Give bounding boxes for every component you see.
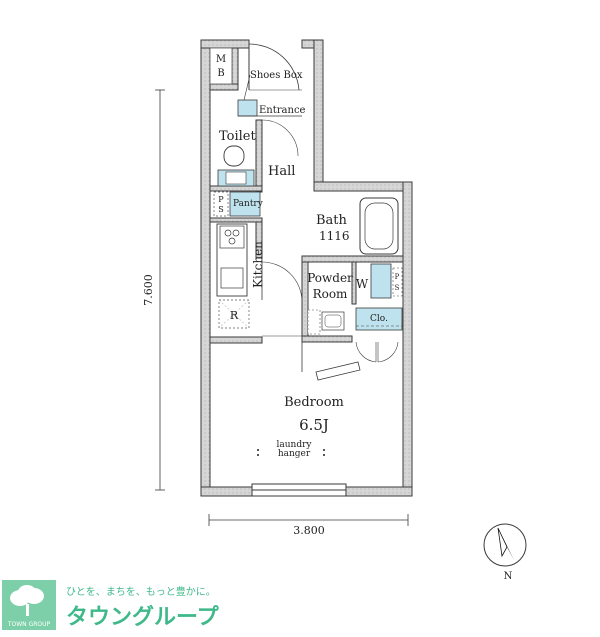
bath-room (359, 197, 399, 255)
height-dimension-label: 7.600 (142, 274, 155, 306)
pantry-area: P S (213, 191, 261, 217)
width-dimension-label: 3.800 (293, 524, 325, 537)
bedroom-size-label: 6.5J (299, 416, 329, 434)
hall-label: Hall (268, 164, 295, 179)
north-arrow-icon (483, 523, 527, 567)
closet-label: Clo. (370, 314, 388, 324)
toilet-label: Toilet (219, 129, 256, 144)
kitchen-label: Kitchen (251, 241, 265, 288)
logo-mark-text: TOWN GROUP (7, 621, 51, 628)
kitchen-counter (216, 223, 250, 329)
bottom-window (251, 483, 347, 497)
closet-doors (355, 341, 399, 363)
refrigerator-label: R (230, 309, 239, 322)
mb-label-b: B (217, 68, 224, 79)
ps-right-s: S (395, 284, 400, 292)
entrance-area: M B (209, 43, 302, 117)
north-label: N (504, 571, 513, 582)
logo-tagline: ひとを、まちを、もっと豊かに。 (66, 585, 216, 598)
mb-label-m: M (216, 54, 226, 65)
bath-label: Bath (316, 213, 348, 228)
entrance-label: Entrance (259, 105, 306, 116)
toilet-room (217, 119, 299, 187)
powder-room: P S (307, 263, 403, 335)
laundry-hanger-label-1: laundry (277, 440, 313, 450)
height-dimension (155, 89, 165, 491)
bedroom-entry (261, 337, 361, 381)
shoes-box-label: Shoes Box (250, 70, 303, 81)
logo-name: タウングループ (66, 604, 220, 630)
ps-left-s: S (218, 205, 223, 214)
washer-label: W (356, 277, 369, 291)
pantry-label: Pantry (233, 199, 264, 209)
powder-room-label-1: Powder (307, 271, 353, 285)
hall-door (261, 258, 303, 337)
bedroom-label: Bedroom (284, 395, 344, 410)
ps-left-p: P (218, 195, 224, 204)
laundry-hanger-label-2: hanger (278, 449, 311, 459)
bath-size-label: 1116 (319, 229, 350, 243)
town-group-logo-mark: TOWN GROUP (2, 580, 56, 630)
ps-right-p: P (395, 273, 400, 281)
width-dimension (208, 514, 409, 526)
laundry-hanger-marks (257, 449, 325, 456)
powder-room-label-2: Room (313, 287, 348, 301)
